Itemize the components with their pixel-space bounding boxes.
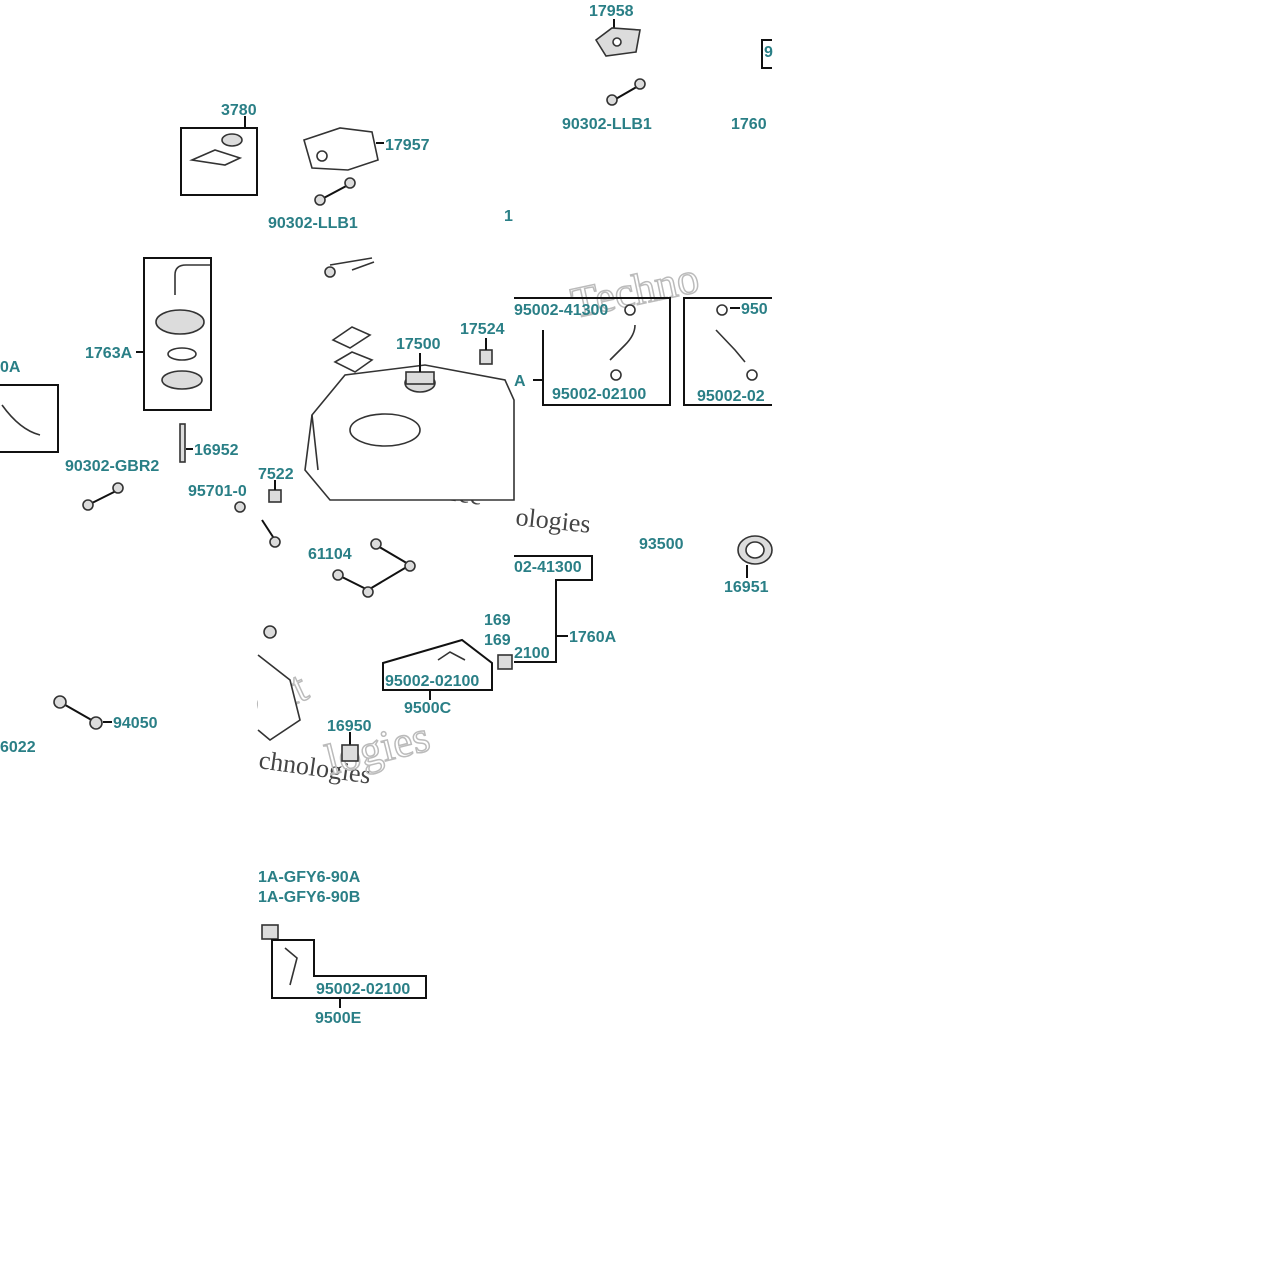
part-95701: 95701-0	[188, 483, 247, 513]
label-7522: 7522	[258, 466, 294, 483]
label-61104: 61104	[308, 546, 352, 563]
part-16952: 16952	[179, 423, 239, 463]
label-02-41300: 02-41300	[514, 559, 582, 576]
label-95002-41300-top: 95002-41300	[514, 302, 608, 319]
part-16950: 16950	[257, 654, 372, 762]
part-box-9: 9 1760	[731, 39, 773, 133]
label-0a: 0A	[0, 359, 21, 376]
part-17524: 17524	[460, 321, 505, 365]
label-94050: 94050	[113, 715, 158, 732]
label-1a-gfy6-90b: 1A-GFY6-90B	[258, 889, 360, 906]
label-16950: 16950	[327, 718, 372, 735]
label-17958: 17958	[589, 3, 634, 20]
label-17500: 17500	[396, 336, 441, 353]
part-hose-box-2: 950 95002-02	[683, 297, 772, 406]
part-90302-llb1-top: 90302-LLB1	[562, 78, 652, 133]
label-95002-02100-mid: 95002-02100	[385, 673, 479, 690]
label-1760-top: 1760	[731, 116, 767, 133]
label-2100: 2100	[514, 645, 550, 662]
label-1763a: 1763A	[85, 345, 133, 362]
part-90302-llb1: 90302-LLB1 1	[268, 177, 513, 232]
label-95002-02100-top: 95002-02100	[552, 386, 646, 403]
part-fuel-tank: 17500 17524 7522	[258, 257, 515, 503]
label-90302-llb1-top: 90302-LLB1	[562, 116, 652, 133]
label-1-small: 1	[504, 208, 513, 225]
label-17957: 17957	[385, 137, 430, 154]
part-0a-box: 0A	[0, 359, 59, 453]
label-9: 9	[764, 44, 773, 61]
part-1763a: 1763A	[85, 257, 212, 411]
label-1760a: 1760A	[569, 629, 617, 646]
part-1760a: 02-41300 1760A 169 169 2100	[484, 555, 617, 670]
label-93500: 93500	[639, 536, 684, 553]
part-17958: 17958	[589, 3, 641, 57]
label-169b: 169	[484, 632, 511, 649]
label-16951: 16951	[724, 579, 769, 596]
part-61104: 61104	[308, 538, 416, 598]
label-17524: 17524	[460, 321, 505, 338]
part-90302-gbr2: 90302-GBR2	[65, 458, 159, 511]
label-1a-gfy6-90a: 1A-GFY6-90A	[258, 869, 361, 886]
watermark-text: ologies	[514, 502, 592, 539]
part-94050: 94050 6022	[0, 695, 158, 756]
part-17957: 17957	[303, 127, 430, 171]
part-hose-box-1: 95002-41300 A 95002-02100	[514, 297, 671, 406]
label-3780: 3780	[221, 102, 257, 119]
part-bolt-row3	[261, 519, 281, 639]
part-9500e: 1A-GFY6-90A 1A-GFY6-90B 95002-02100 9500…	[258, 869, 427, 1027]
label-16952: 16952	[194, 442, 239, 459]
label-169a: 169	[484, 612, 511, 629]
label-90302-llb1: 90302-LLB1	[268, 215, 358, 232]
label-95002-02-right: 95002-02	[697, 388, 765, 405]
label-9500e: 9500E	[315, 1010, 362, 1027]
part-93500: 93500	[639, 536, 684, 553]
label-a: A	[514, 373, 526, 390]
label-6022: 6022	[0, 739, 36, 756]
label-950-right: 950	[741, 301, 768, 318]
part-16951: 16951	[724, 535, 773, 596]
label-95701: 95701-0	[188, 483, 247, 500]
part-7522: 7522	[258, 466, 294, 503]
label-90302-gbr2: 90302-GBR2	[65, 458, 159, 475]
part-3780: 3780	[180, 102, 258, 196]
part-9500c: 95002-02100 9500C	[382, 638, 493, 717]
label-95002-02100-bot: 95002-02100	[316, 981, 410, 998]
label-9500c: 9500C	[404, 700, 452, 717]
